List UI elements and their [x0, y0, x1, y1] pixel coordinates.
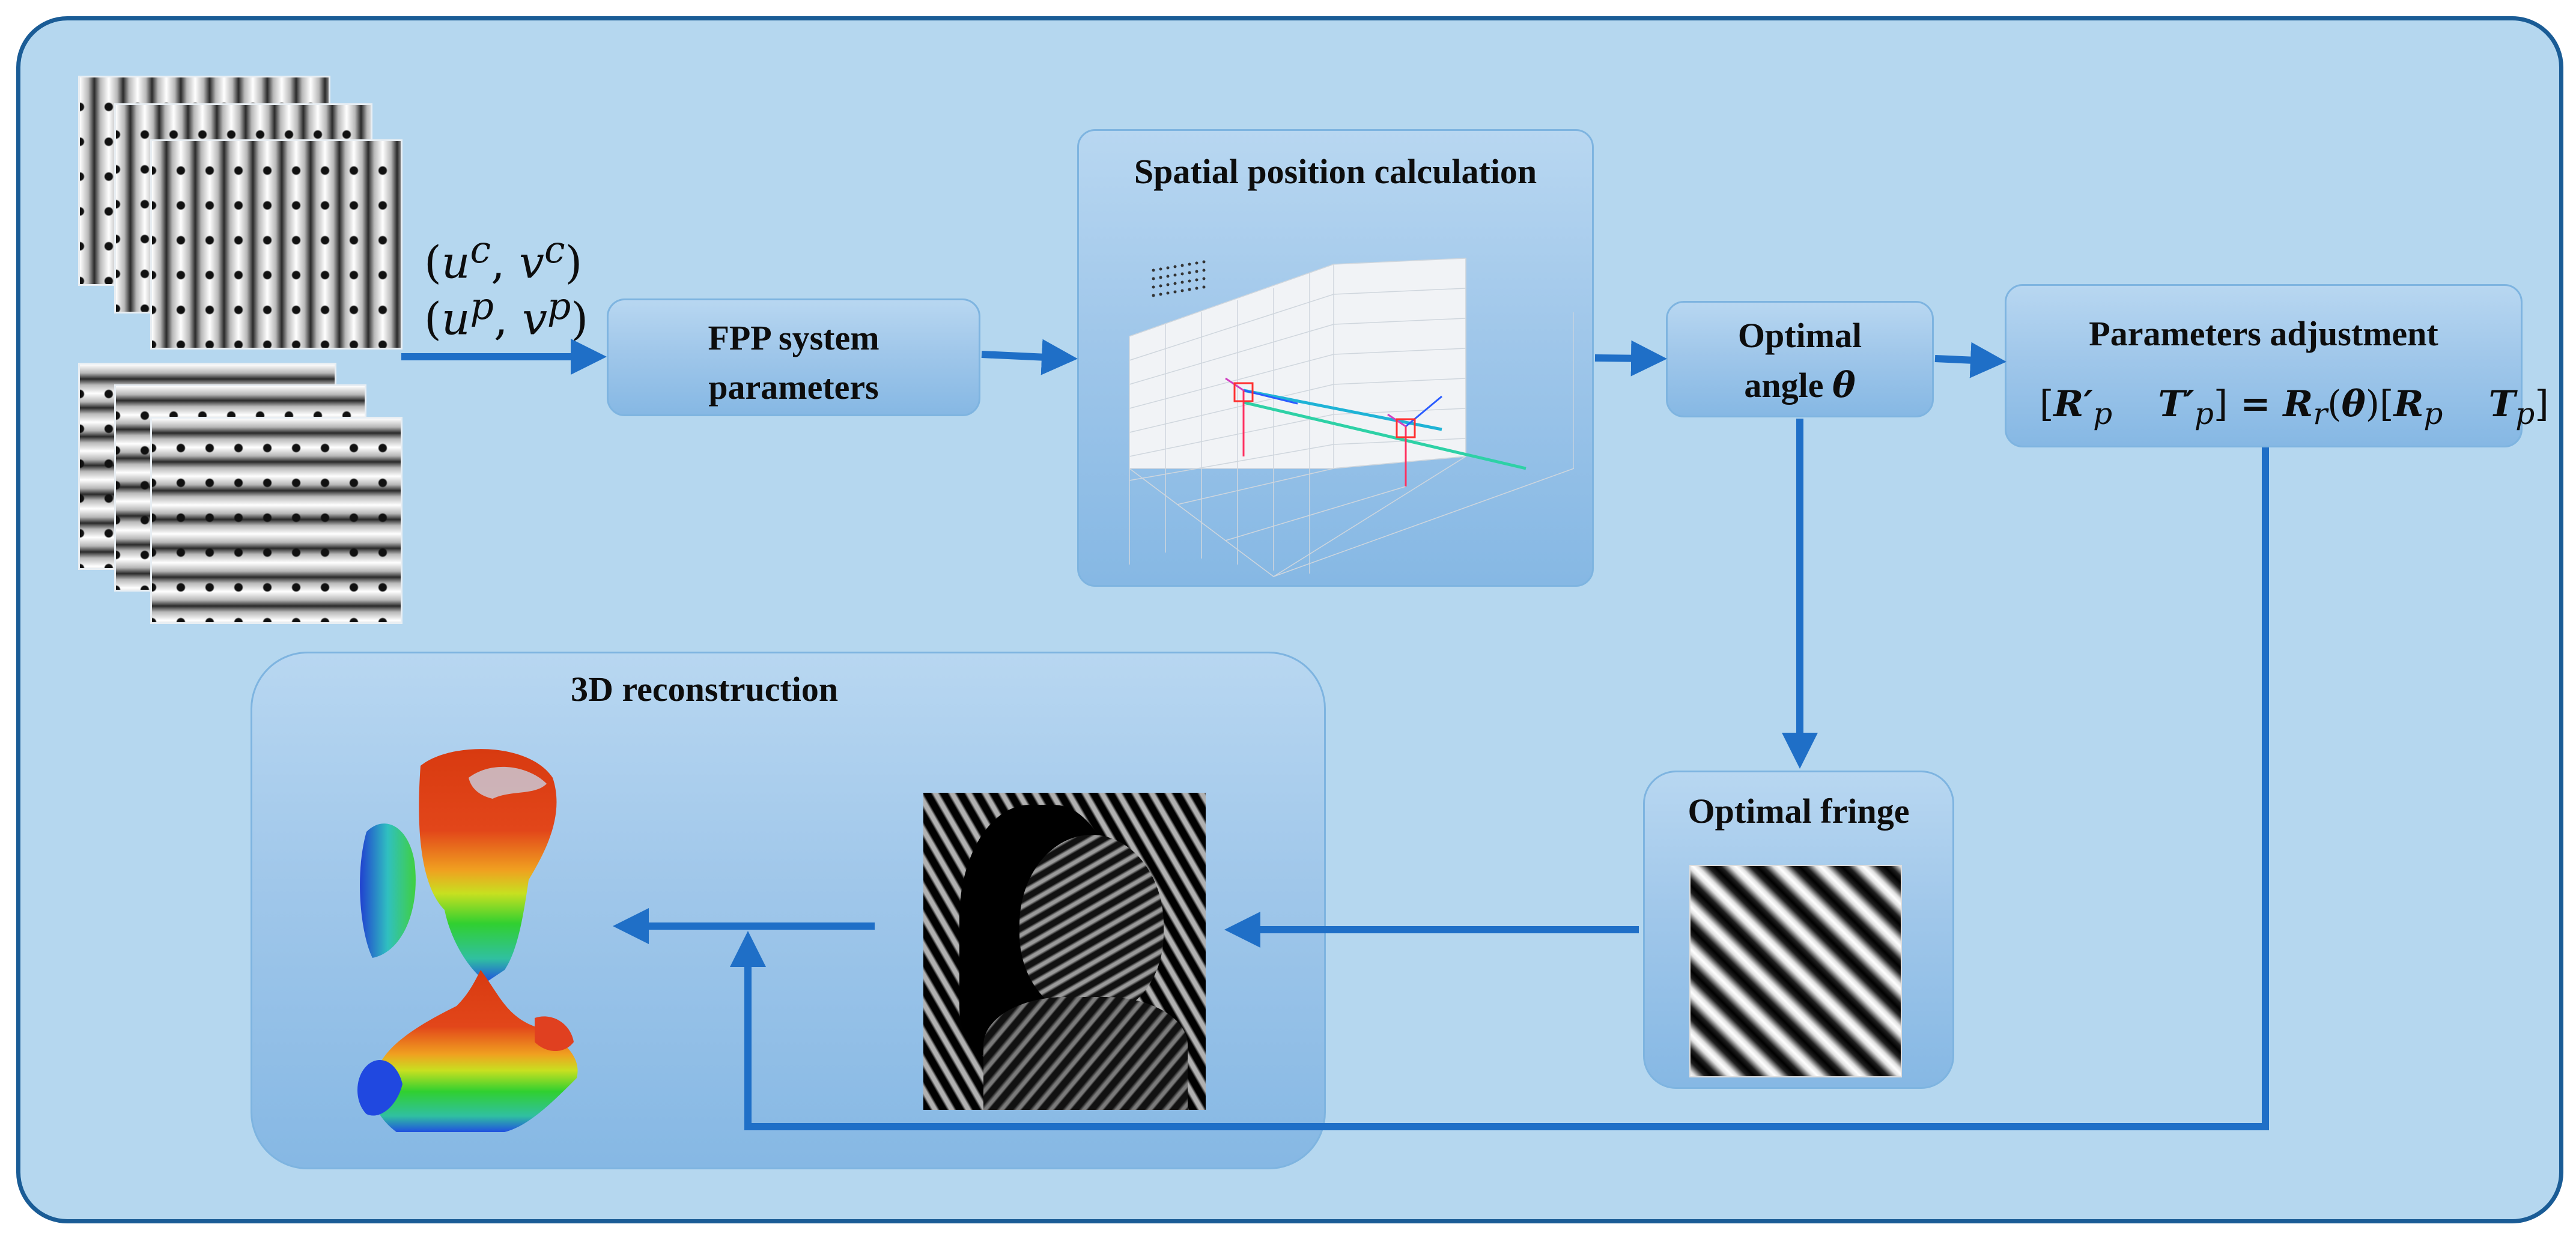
reconstructed-statue-model [357, 749, 578, 1132]
parameters-adjustment-title: Parameters adjustment [2089, 314, 2438, 353]
optimal-fringe-title: Optimal fringe [1687, 792, 1910, 831]
optimal-angle-box [1666, 301, 1934, 417]
projector-coordinates: (up, vp) [424, 285, 589, 345]
parameters-adjustment-box [2005, 284, 2523, 447]
3d-reconstruction-title: 3D reconstruction [571, 670, 839, 709]
3d-pose-plot [1129, 258, 1574, 577]
vertical-fringe-image-3 [150, 139, 402, 350]
rotation-formula: [R′p T′p] = Rr(θ)[Rp Tp] [2040, 383, 2549, 431]
spatial-position-title: Spatial position calculation [1134, 152, 1537, 191]
horizontal-fringe-image-3 [150, 417, 402, 624]
optimal-fringe-pattern [1689, 865, 1902, 1077]
fringe-projected-statue-photo [923, 793, 1206, 1110]
fpp-system-parameters-box [607, 298, 980, 416]
camera-coordinates: (uc, vc) [424, 228, 583, 289]
optimal-angle-label: Optimal angle θ [1737, 316, 1862, 405]
